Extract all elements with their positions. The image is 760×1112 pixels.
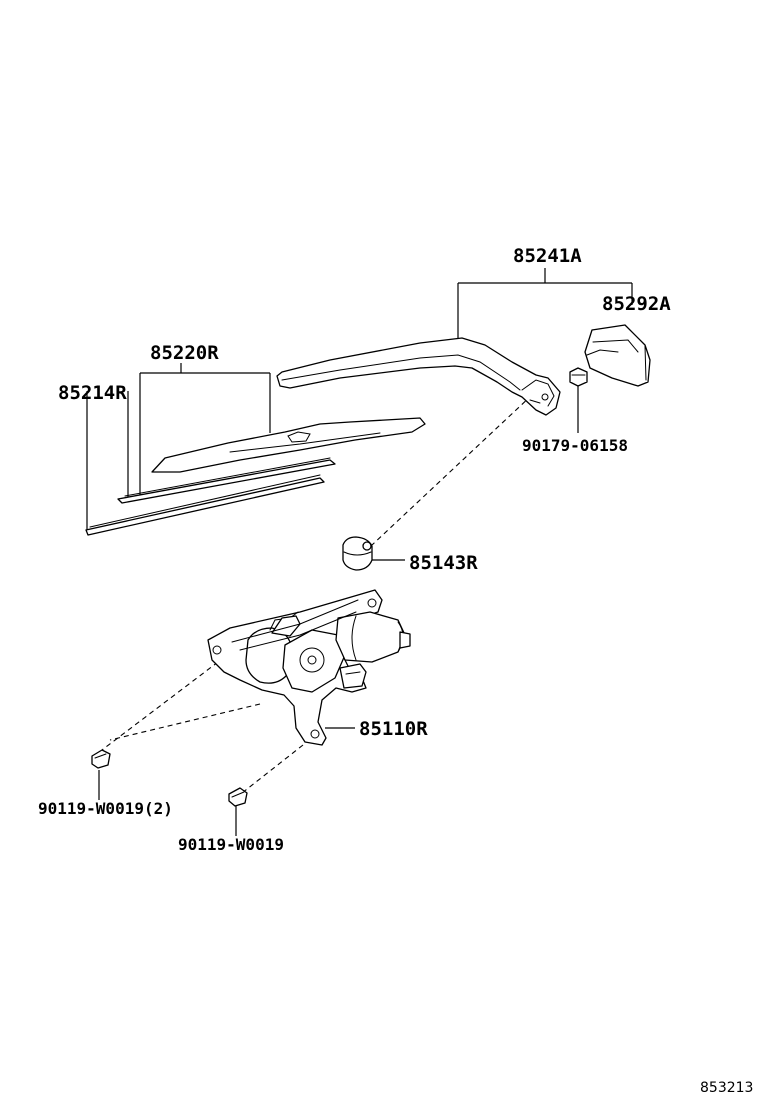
arm-cap — [584, 324, 651, 387]
bolt-lower-center — [228, 787, 248, 807]
label-90179-06158: 90179-06158 — [522, 436, 628, 455]
wiper-blade — [117, 417, 426, 504]
wiper-motor — [207, 589, 411, 746]
leader-lines — [86, 268, 633, 836]
figure-code: 853213 — [700, 1080, 753, 1096]
label-90119-W0019-2: 90119-W0019(2) — [38, 799, 173, 818]
label-85214R: 85214R — [58, 382, 127, 404]
callout-labels: 85241A 85292A 85220R 85214R 90179-06158 … — [38, 245, 671, 854]
arm-nut — [569, 367, 588, 387]
label-85220R: 85220R — [150, 342, 219, 364]
blade-rubber — [85, 474, 325, 536]
grommet — [342, 536, 373, 571]
bolt-lower-left — [91, 749, 111, 769]
label-85110R: 85110R — [359, 718, 428, 740]
install-lines — [101, 394, 533, 794]
label-85143R: 85143R — [409, 552, 478, 574]
label-85292A: 85292A — [602, 293, 671, 315]
label-90119-W0019: 90119-W0019 — [178, 835, 284, 854]
label-85241A: 85241A — [513, 245, 582, 267]
wiper-arm — [276, 337, 561, 416]
